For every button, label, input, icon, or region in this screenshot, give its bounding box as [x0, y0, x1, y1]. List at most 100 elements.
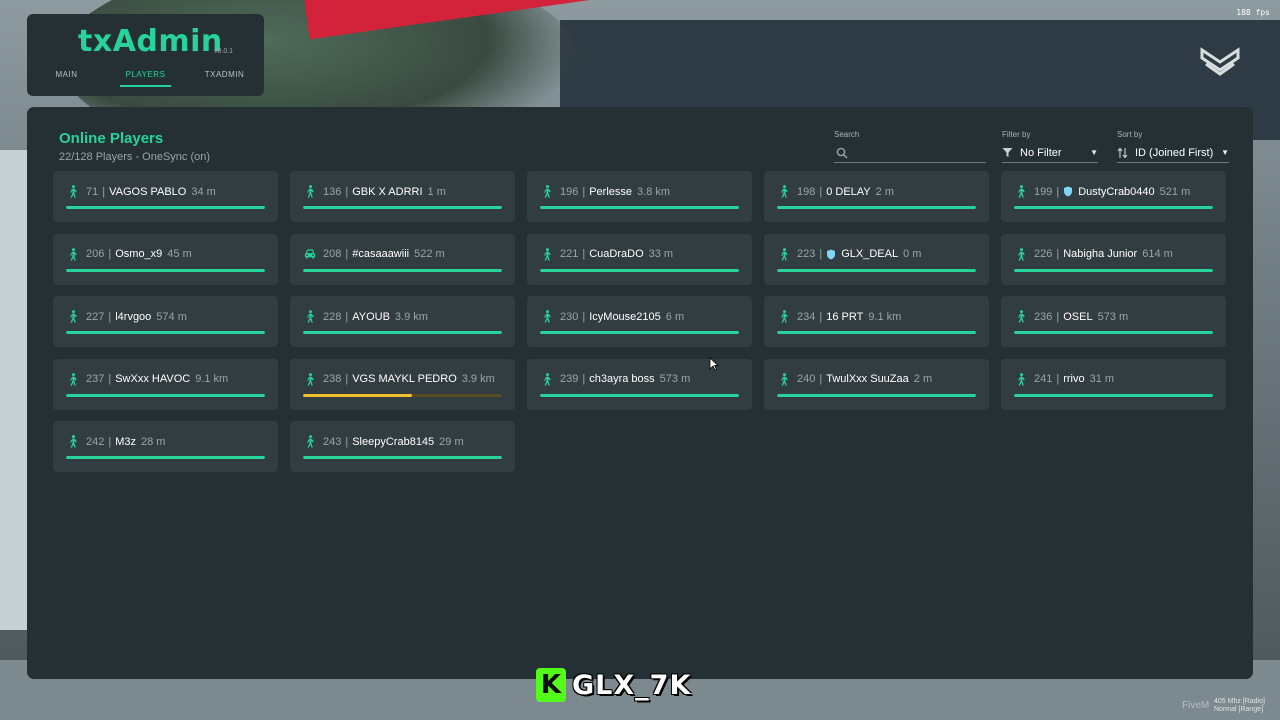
- search-field[interactable]: [834, 143, 986, 163]
- walking-person-icon: [778, 372, 790, 386]
- walking-person-icon: [67, 185, 79, 198]
- separator: |: [819, 185, 823, 198]
- car-icon: [304, 248, 316, 261]
- radio-info: 405 Mhz [Radio] Normal [Range]: [1214, 698, 1265, 714]
- tab-main[interactable]: MAIN: [55, 70, 78, 79]
- player-id: 230: [560, 310, 579, 323]
- streamer-name: GLX_7K: [572, 669, 692, 701]
- health-bar: [303, 206, 502, 209]
- page-title: Online Players: [59, 130, 164, 147]
- walking-person-icon: [541, 310, 553, 323]
- walking-person-icon: [778, 247, 790, 261]
- player-distance: 521 m: [1159, 185, 1191, 198]
- player-distance: 6 m: [665, 310, 685, 323]
- player-name: Perlesse: [589, 185, 633, 198]
- kick-logo-icon: K: [536, 668, 566, 702]
- health-bar: [66, 268, 265, 272]
- walking-person-icon: [778, 310, 790, 323]
- player-id: 234: [797, 310, 816, 323]
- separator: |: [345, 373, 349, 385]
- player-id: 236: [1034, 310, 1053, 323]
- filter-select[interactable]: No Filter ▼: [1002, 143, 1098, 163]
- walking-person-icon: [67, 372, 79, 386]
- health-bar: [777, 206, 976, 209]
- tab-players[interactable]: PLAYERS: [106, 68, 185, 91]
- health-bar: [540, 206, 739, 209]
- player-distance: 9.1 km: [195, 373, 229, 385]
- player-card[interactable]: 238|VGS MAYKL PEDRO 3.9 km: [290, 358, 515, 410]
- player-name: GLX_DEAL: [841, 248, 899, 260]
- separator: |: [582, 310, 586, 323]
- health-bar: [303, 268, 502, 272]
- player-name: 16 PRT: [826, 310, 864, 323]
- player-name: TwulXxx SuuZaa: [826, 373, 909, 385]
- player-id: 239: [560, 373, 579, 385]
- player-id: 238: [323, 373, 342, 385]
- health-bar-fill: [303, 206, 502, 209]
- player-name: rrivo: [1063, 373, 1085, 385]
- player-name: IcyMouse2105: [589, 310, 661, 323]
- fivem-tag: FiveM: [1182, 700, 1210, 711]
- health-bar: [303, 393, 502, 397]
- health-bar-fill: [66, 268, 265, 272]
- health-bar: [777, 331, 976, 334]
- separator: |: [1056, 373, 1060, 385]
- health-bar-fill: [66, 206, 265, 209]
- player-name: #casaaawiii: [352, 248, 410, 260]
- health-bar-fill: [540, 331, 739, 334]
- player-distance: 3.9 km: [461, 373, 495, 385]
- walking-person-icon: [541, 185, 553, 198]
- player-distance: 33 m: [648, 248, 674, 260]
- player-id: 196: [560, 185, 579, 198]
- player-card[interactable]: 230|IcyMouse2105 6 m: [527, 296, 752, 347]
- player-name: VAGOS PABLO: [109, 185, 187, 198]
- player-distance: 2 m: [913, 373, 933, 385]
- player-distance: 574 m: [156, 310, 187, 323]
- separator: |: [582, 373, 586, 385]
- player-id: 206: [86, 248, 105, 260]
- health-bar-fill: [1014, 331, 1213, 334]
- player-id: 208: [323, 248, 342, 260]
- player-id: 243: [323, 435, 342, 448]
- search-input[interactable]: [854, 146, 974, 159]
- player-name: VGS MAYKL PEDRO: [352, 373, 457, 385]
- walking-person-icon: [304, 185, 316, 198]
- sort-select[interactable]: ID (Joined First) ▼: [1117, 143, 1229, 163]
- mouse-cursor-icon: [709, 357, 719, 371]
- health-bar-fill: [540, 206, 739, 209]
- txadmin-tabs: MAIN PLAYERS TXADMIN: [27, 68, 264, 91]
- health-bar-fill: [1014, 268, 1213, 272]
- player-distance: 3.8 km: [637, 185, 671, 198]
- health-bar-fill: [777, 268, 976, 272]
- player-id: 221: [560, 248, 579, 260]
- player-id: 199: [1034, 185, 1053, 198]
- filter-value: No Filter: [1020, 146, 1062, 159]
- separator: |: [1056, 185, 1060, 198]
- filter-label: Filter by: [1002, 130, 1031, 139]
- walking-person-icon: [304, 372, 316, 386]
- health-bar-fill: [303, 393, 413, 397]
- health-bar-fill: [540, 393, 739, 397]
- sort-icon: [1117, 147, 1128, 158]
- player-distance: 573 m: [1097, 310, 1129, 323]
- tab-txadmin[interactable]: TXADMIN: [204, 70, 245, 79]
